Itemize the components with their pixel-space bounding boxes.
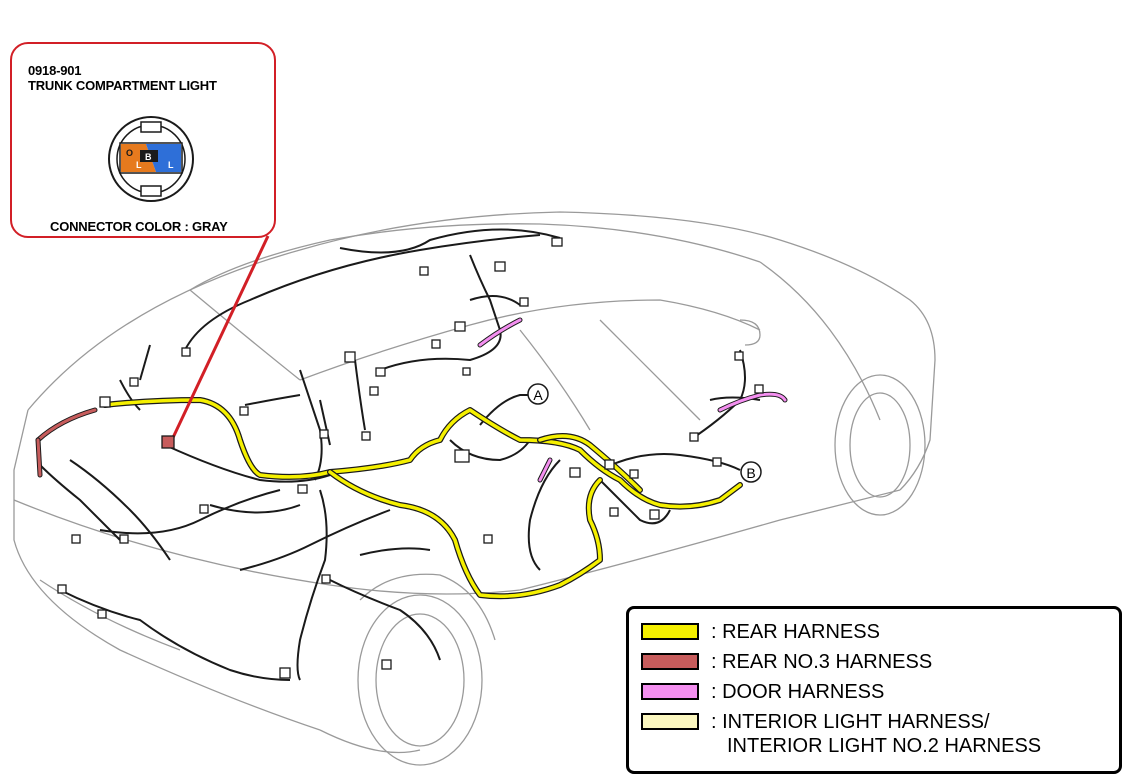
legend-label-interior-light: : INTERIOR LIGHT HARNESS/ (711, 711, 990, 733)
connector-part-number: 0918-901 (28, 63, 82, 78)
legend-swatch-interior-light (641, 713, 699, 730)
legend-label-interior-light-2: INTERIOR LIGHT NO.2 HARNESS (727, 735, 1042, 757)
rear-no3-harness (35, 407, 98, 478)
legend-swatch-door (641, 683, 699, 700)
harness-legend: : REAR HARNESS : REAR NO.3 HARNESS : DOO… (626, 606, 1122, 774)
connector-callout: 0918-901 TRUNK COMPARTMENT LIGHT O L B L… (10, 42, 276, 238)
callout-leader (161, 235, 270, 449)
marker-a-label: A (533, 387, 543, 403)
legend-swatch-rear (641, 623, 699, 640)
marker-b: B (740, 461, 762, 483)
connector-face-icon: O L B L (108, 116, 194, 202)
door-harness (477, 317, 788, 483)
pin-2-wire: L (168, 160, 174, 170)
marker-a: A (527, 383, 549, 405)
connector-color-note: CONNECTOR COLOR : GRAY (50, 219, 228, 234)
connector-blocks (57, 237, 764, 679)
marker-b-label: B (746, 465, 755, 481)
pin-1-wire: L (136, 160, 142, 170)
legend-swatch-rear-no3 (641, 653, 699, 670)
legend-label-rear: : REAR HARNESS (711, 621, 880, 643)
rear-harness (102, 397, 743, 600)
pin-1-label: O (126, 148, 133, 158)
pin-2-label: B (145, 152, 152, 162)
legend-label-door: : DOOR HARNESS (711, 681, 885, 703)
connector-name: TRUNK COMPARTMENT LIGHT (28, 78, 217, 93)
legend-label-rear-no3: : REAR NO.3 HARNESS (711, 651, 933, 673)
car-outline (13, 211, 936, 766)
